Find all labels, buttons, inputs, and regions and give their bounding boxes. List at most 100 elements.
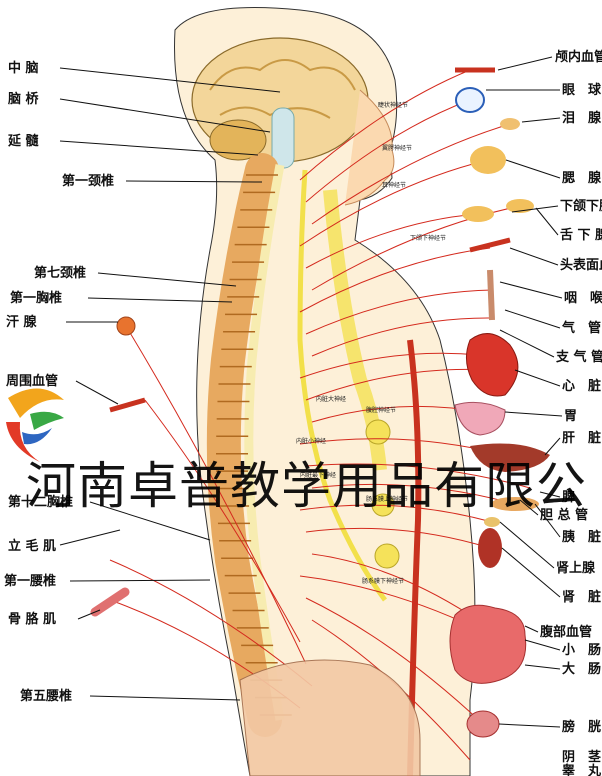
label-adrenal: 肾上腺 xyxy=(556,561,596,576)
leader-lines xyxy=(59,56,563,728)
label-sweat-gland: 汗 腺 xyxy=(6,315,37,330)
company-logo xyxy=(6,388,64,462)
leader-line xyxy=(59,67,281,93)
label-bronchus: 支 气 管 xyxy=(556,350,602,365)
leader-line xyxy=(97,272,237,287)
nerve-fiber xyxy=(305,597,484,725)
nerve-fiber xyxy=(311,317,493,357)
leader-line xyxy=(59,98,271,133)
nerve-fiber xyxy=(305,213,479,269)
leader-line xyxy=(539,491,561,498)
leader-line xyxy=(77,609,101,620)
nerve-fibers xyxy=(109,69,531,761)
leader-line xyxy=(519,499,539,516)
label-ciliary-ganglion: 睫状神经节 xyxy=(378,102,409,109)
leader-line xyxy=(524,639,561,651)
leader-line xyxy=(89,695,241,701)
label-celiac-ganglion: 腹腔神经节 xyxy=(366,407,397,414)
nerve-fiber xyxy=(311,553,471,616)
bladder xyxy=(466,710,500,738)
watermark: 河南卓普教学用品有限公 xyxy=(26,457,587,515)
nerve-fiber xyxy=(305,99,471,203)
sublingual-gland xyxy=(506,199,534,213)
face xyxy=(344,89,395,206)
leader-line xyxy=(497,56,553,71)
nerve-fiber xyxy=(305,289,493,335)
nerve-fiber xyxy=(305,463,531,489)
leader-line xyxy=(87,297,233,303)
label-peripheral-vessel: 周围血管 xyxy=(6,374,59,389)
leader-line xyxy=(521,117,561,123)
nerve-fiber xyxy=(144,399,301,643)
pancreas xyxy=(491,497,539,511)
label-spleen: 脾 xyxy=(562,490,576,505)
leader-line xyxy=(499,281,563,299)
celiac-ganglion xyxy=(365,419,391,445)
label-trachea: 气 管 xyxy=(562,321,602,336)
leader-line xyxy=(514,369,561,387)
nerve-fiber xyxy=(299,69,471,181)
leader-line xyxy=(499,521,555,569)
organs xyxy=(90,67,550,738)
eyeball xyxy=(455,87,485,113)
leader-line xyxy=(504,411,563,417)
label-lacrimal: 泪 腺 xyxy=(562,111,602,126)
label-eyeball: 眼 球 xyxy=(562,83,602,98)
label-intracranial-vessel: 颅内血管 xyxy=(555,50,602,65)
parotid-gland xyxy=(470,146,506,174)
leader-line xyxy=(524,625,539,633)
label-submandibular-ganglion: 下颌下神经节 xyxy=(410,235,447,242)
leader-line xyxy=(59,140,259,156)
label-c1: 第一颈椎 xyxy=(62,174,115,189)
liver xyxy=(470,443,550,472)
aorta xyxy=(407,339,422,776)
lacrimal-gland xyxy=(500,118,520,130)
label-t1: 第一胸椎 xyxy=(10,291,63,306)
leader-line xyxy=(534,503,561,538)
nerve-fiber xyxy=(311,205,521,291)
leader-line xyxy=(59,529,121,546)
trachea xyxy=(487,269,495,321)
leader-line xyxy=(505,159,561,179)
submandibular-gland xyxy=(462,206,494,222)
label-penis: 阴 茎 xyxy=(562,750,602,765)
leader-line xyxy=(75,380,119,405)
leader-line xyxy=(498,723,561,728)
nerve-fiber xyxy=(299,352,481,379)
label-small-intestine: 小 肠 xyxy=(562,643,602,658)
label-kidney: 肾 脏 xyxy=(562,590,602,605)
leader-line xyxy=(511,205,559,213)
nerve-fiber xyxy=(311,123,511,225)
label-testis: 睾 丸 xyxy=(562,764,602,776)
inf-mesenteric-ganglion xyxy=(374,543,400,569)
label-lowest-splanchnic: 内脏最下神经 xyxy=(300,472,337,479)
leader-line xyxy=(504,309,561,329)
pelvis xyxy=(239,659,421,776)
leader-line xyxy=(509,247,559,266)
leader-line xyxy=(544,437,561,456)
label-sup-mesenteric-ganglion: 肠系膜上神经节 xyxy=(366,496,409,503)
leader-line xyxy=(524,664,561,670)
label-large-intestine: 大 肠 xyxy=(562,662,602,677)
label-piloerector: 立 毛 肌 xyxy=(8,539,57,554)
cerebellum xyxy=(209,119,267,161)
label-midbrain: 中 脑 xyxy=(8,61,39,76)
adrenal xyxy=(484,517,500,527)
intestines xyxy=(449,604,527,684)
leader-line xyxy=(89,501,211,541)
kidney xyxy=(478,528,502,568)
label-pharynx: 咽 喉 xyxy=(564,291,602,306)
leader-line xyxy=(69,579,211,582)
label-liver: 肝 脏 xyxy=(562,431,602,446)
label-heart: 心 脏 xyxy=(562,379,602,394)
leader-line xyxy=(535,207,559,236)
label-l1: 第一腰椎 xyxy=(4,574,57,589)
skeletal-muscle xyxy=(90,587,130,617)
label-medulla: 延 髓 xyxy=(8,134,39,149)
heart xyxy=(466,333,519,397)
label-parotid: 腮 腺 xyxy=(562,171,602,186)
label-submandibular: 下颌下腺 xyxy=(560,199,602,214)
leader-line xyxy=(501,547,561,598)
